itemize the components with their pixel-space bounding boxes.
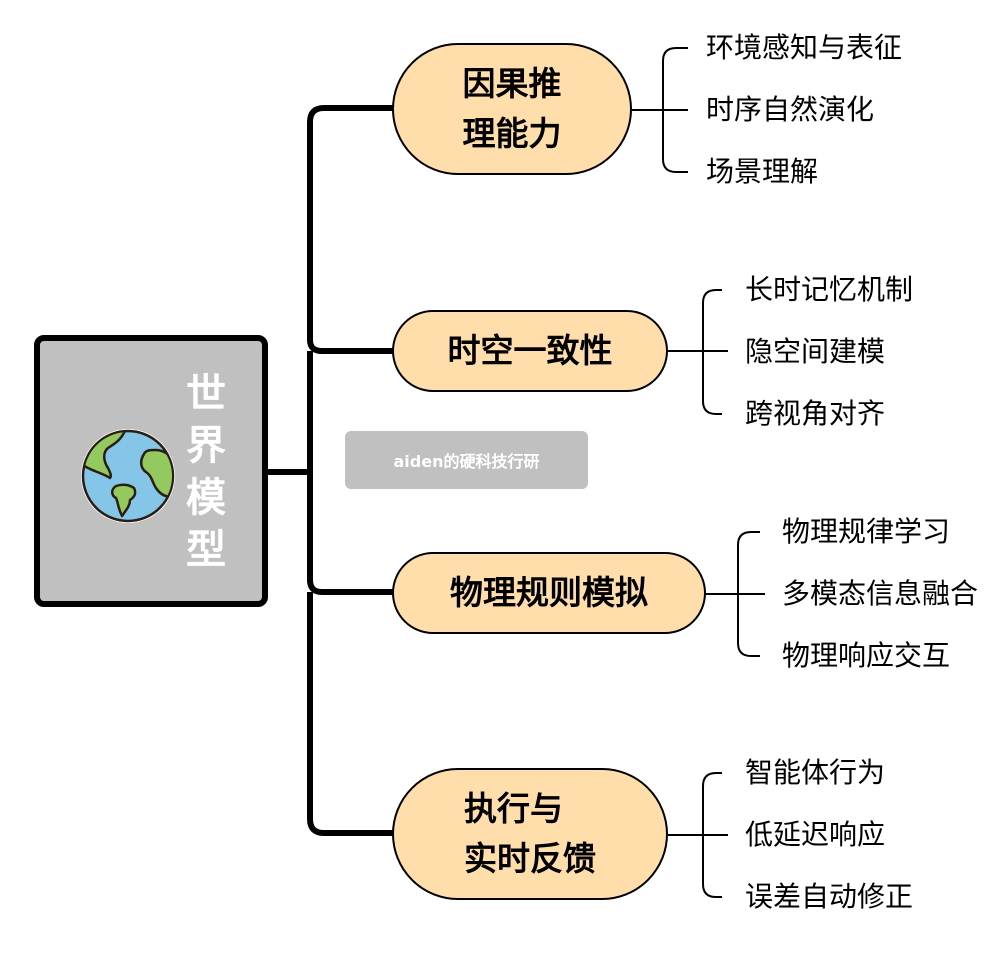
leaf-node[interactable]: 场景理解: [706, 155, 819, 188]
bracket-branch-1: [632, 47, 688, 173]
branch-node-causal-reasoning[interactable]: 因果推 理能力: [392, 43, 632, 175]
leaf-node[interactable]: 物理响应交互: [782, 639, 951, 672]
trunk-to-branch-1: [307, 105, 394, 340]
branch-label: 因果推 理能力: [462, 64, 562, 153]
leaf-node[interactable]: 智能体行为: [745, 756, 886, 789]
leaf-node[interactable]: 环境感知与表征: [706, 31, 903, 64]
leaf-node[interactable]: 长时记忆机制: [745, 273, 914, 306]
branch-label: 时空一致性: [447, 331, 613, 370]
watermark: aiden的硬科技行研: [345, 431, 588, 489]
leaf-node[interactable]: 时序自然演化: [706, 93, 875, 126]
leaf-node[interactable]: 跨视角对齐: [745, 397, 886, 430]
sub-connectors: [632, 47, 765, 898]
leaf-node[interactable]: 低延迟响应: [745, 818, 886, 851]
root-node[interactable]: [34, 335, 268, 607]
root-title: 世 界 模 型: [183, 368, 229, 576]
root-title-char: 型: [186, 527, 226, 573]
branch-node-physics-simulation[interactable]: 物理规则模拟: [392, 552, 706, 634]
globe-icon: [81, 429, 175, 523]
bracket-branch-3: [706, 531, 765, 657]
leaf-node[interactable]: 隐空间建模: [745, 335, 886, 368]
branch-node-execution-feedback[interactable]: 执行与 实时反馈: [392, 768, 668, 900]
branch-label: 物理规则模拟: [450, 573, 648, 612]
trunk-to-branch-2: [307, 339, 394, 354]
trunk-to-branch-3: [307, 579, 394, 595]
root-title-char: 世: [186, 371, 226, 417]
root-title-char: 模: [186, 475, 226, 521]
leaf-node[interactable]: 误差自动修正: [745, 880, 914, 913]
trunk-connectors: [268, 105, 394, 836]
branch-node-spatiotemporal-consistency[interactable]: 时空一致性: [392, 310, 668, 392]
bracket-branch-4: [668, 772, 728, 898]
root-title-char: 界: [186, 423, 226, 469]
leaf-node[interactable]: 多模态信息融合: [782, 577, 979, 610]
branch-label: 执行与 实时反馈: [464, 789, 596, 878]
trunk-to-branch-4: [307, 592, 394, 836]
bracket-branch-2: [668, 289, 728, 415]
leaf-node[interactable]: 物理规律学习: [782, 515, 951, 548]
